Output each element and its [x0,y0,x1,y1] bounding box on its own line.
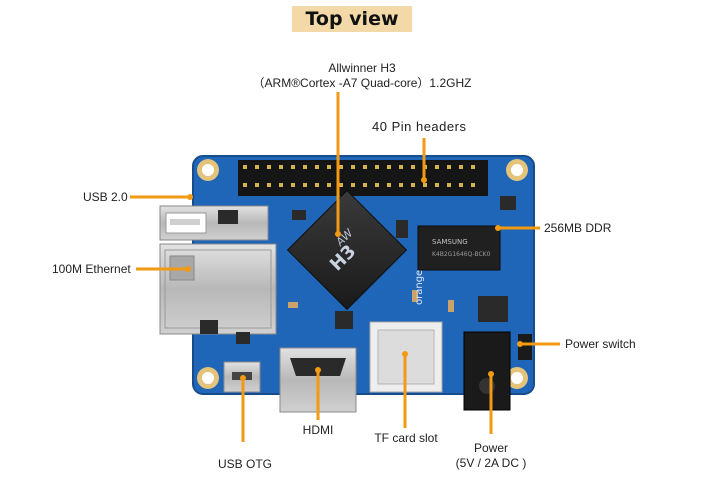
usb2-label: USB 2.0 [83,190,128,204]
power-jack [463,331,511,411]
power-label-line1: Power [473,441,509,455]
mounting-holes [197,159,528,389]
cpu-chip: AW H3 [286,189,408,311]
power-switch-label: Power switch [565,337,636,351]
brand-marking: orange [414,270,425,305]
title-badge: Top view [292,6,412,32]
page-title: Top view [305,8,399,30]
gpio-header [238,160,488,196]
tf-label: TF card slot [374,431,438,445]
ram-marking: SAMSUNG [432,238,468,246]
usb-otg-label: USB OTG [217,457,273,471]
callout-lines [130,92,560,442]
small-components [200,196,516,344]
hdmi-label: HDMI [302,423,334,437]
power-label-line2: (5V / 2A DC ) [455,456,527,470]
gpio-label: 40 Pin headers [372,119,467,134]
svg-text:K4B2G1646Q-BCK0: K4B2G1646Q-BCK0 [432,251,491,258]
ethernet-label: 100M Ethernet [52,262,131,276]
cpu-label-line2: （ARM®Cortex -A7 Quad-core）1.2GHZ [252,76,472,90]
ddr-chip: SAMSUNG K4B2G1646Q-BCK0 [417,225,501,271]
cpu-label-line1: Allwinner H3 [328,61,396,75]
usb2-port [159,205,269,241]
ddr-label: 256MB DDR [544,221,612,235]
power-switch [518,334,532,360]
